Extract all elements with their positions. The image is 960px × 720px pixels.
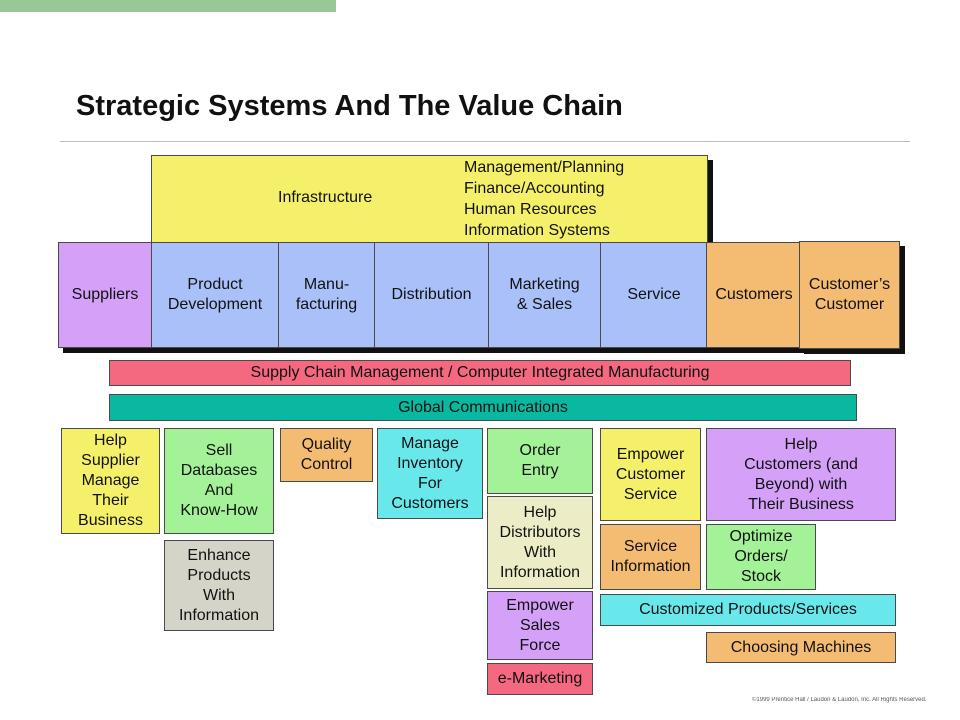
help-supplier-box: Help Supplier Manage Their Business	[61, 428, 160, 534]
e-marketing-box: e-Marketing	[487, 663, 593, 695]
infrastructure-label: Infrastructure	[278, 189, 373, 206]
distribution-box: Distribution	[374, 242, 489, 348]
order-entry-box: Order Entry	[487, 428, 593, 494]
service-information-box: Service Information	[600, 524, 701, 590]
suppliers-box: Suppliers	[58, 242, 152, 348]
enhance-products-box: Enhance Products With Information	[164, 540, 274, 631]
accent-bar	[0, 0, 336, 12]
marketing-sales-box: Marketing & Sales	[488, 242, 601, 348]
copyright-notice: ©1999 Prentice Hall / Laudon & Laudon, I…	[752, 697, 927, 703]
global-communications-bar: Global Communications	[109, 394, 857, 421]
customers-customer-box: Customer’s Customer	[799, 241, 900, 349]
product-development-box: Product Development	[151, 242, 279, 348]
customers-box: Customers	[706, 242, 802, 348]
empower-sales-box: Empower Sales Force	[487, 591, 593, 660]
infrastructure-item: Human Resources	[464, 201, 597, 218]
manage-inventory-box: Manage Inventory For Customers	[377, 428, 483, 519]
choosing-machines-box: Choosing Machines	[706, 632, 896, 663]
manufacturing-box: Manu- facturing	[278, 242, 375, 348]
service-box: Service	[600, 242, 708, 348]
quality-control-box: Quality Control	[280, 428, 373, 482]
optimize-orders-box: Optimize Orders/ Stock	[706, 524, 816, 590]
infrastructure-items: Management/Planning Finance/Accounting H…	[464, 157, 624, 241]
help-distributors-box: Help Distributors With Information	[487, 496, 593, 589]
sell-databases-box: Sell Databases And Know-How	[164, 428, 274, 534]
infrastructure-item: Information Systems	[464, 222, 610, 239]
help-customers-box: Help Customers (and Beyond) with Their B…	[706, 428, 896, 521]
supply-chain-bar: Supply Chain Management / Computer Integ…	[109, 360, 851, 386]
infrastructure-item: Management/Planning	[464, 159, 625, 176]
empower-customer-service-box: Empower Customer Service	[600, 428, 701, 521]
title-divider	[60, 141, 910, 142]
customized-products-box: Customized Products/Services	[600, 594, 896, 626]
infrastructure-block: Infrastructure	[151, 155, 708, 243]
infrastructure-item: Finance/Accounting	[464, 180, 605, 197]
page-title: Strategic Systems And The Value Chain	[76, 90, 623, 122]
